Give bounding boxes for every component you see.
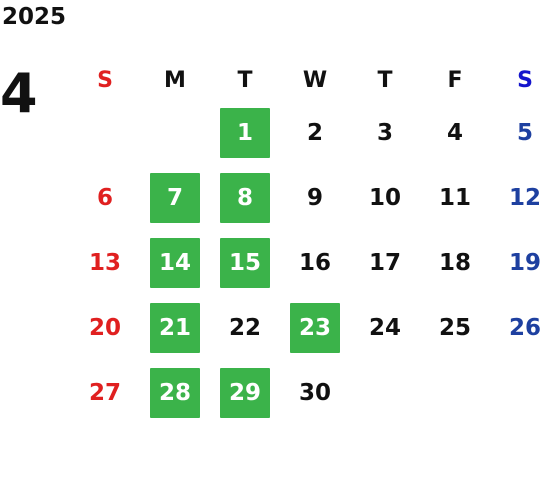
day-number: 4: [446, 119, 463, 146]
empty-cell: [70, 100, 140, 165]
day-number: 16: [298, 249, 331, 276]
day-cell[interactable]: 17: [350, 230, 420, 295]
day-number: 6: [96, 184, 113, 211]
weekday-header: M: [164, 67, 186, 93]
day-cell[interactable]: 16: [280, 230, 350, 295]
day-number: 11: [438, 184, 471, 211]
day-number: 26: [508, 314, 541, 341]
day-cell[interactable]: 28: [140, 360, 210, 425]
day-cell[interactable]: 7: [140, 165, 210, 230]
day-number: 8: [220, 172, 270, 223]
day-cell[interactable]: 3: [350, 100, 420, 165]
day-cell[interactable]: 15: [210, 230, 280, 295]
day-cell[interactable]: 13: [70, 230, 140, 295]
day-number: 22: [228, 314, 261, 341]
day-number: 15: [220, 237, 270, 288]
weekday-header: T: [377, 67, 393, 93]
day-cell[interactable]: 9: [280, 165, 350, 230]
day-number: 10: [368, 184, 401, 211]
day-cell[interactable]: 30: [280, 360, 350, 425]
day-number: 24: [368, 314, 401, 341]
day-number: 21: [150, 302, 200, 353]
day-number: 1: [220, 107, 270, 158]
day-number: 3: [376, 119, 393, 146]
day-cell[interactable]: 20: [70, 295, 140, 360]
day-cell[interactable]: 1: [210, 100, 280, 165]
day-cell[interactable]: 25: [420, 295, 490, 360]
day-number: 23: [290, 302, 340, 353]
day-cell[interactable]: 18: [420, 230, 490, 295]
month-number: 4: [0, 62, 38, 125]
day-number: 25: [438, 314, 471, 341]
day-number: 9: [306, 184, 323, 211]
day-cell[interactable]: 12: [490, 165, 548, 230]
day-cell[interactable]: 14: [140, 230, 210, 295]
weekday-header: S: [517, 67, 533, 93]
day-cell[interactable]: 24: [350, 295, 420, 360]
day-cell[interactable]: 11: [420, 165, 490, 230]
year-label: 2025: [2, 4, 67, 30]
day-cell[interactable]: 6: [70, 165, 140, 230]
day-number: 20: [88, 314, 121, 341]
empty-cell: [140, 100, 210, 165]
day-number: 2: [306, 119, 323, 146]
day-number: 13: [88, 249, 121, 276]
weekday-header: F: [447, 67, 463, 93]
day-number: 14: [150, 237, 200, 288]
day-cell[interactable]: 21: [140, 295, 210, 360]
day-number: 12: [508, 184, 541, 211]
day-number: 7: [150, 172, 200, 223]
day-cell[interactable]: 2: [280, 100, 350, 165]
day-cell[interactable]: 22: [210, 295, 280, 360]
day-number: 19: [508, 249, 541, 276]
day-number: 27: [88, 379, 121, 406]
day-number: 18: [438, 249, 471, 276]
day-number: 30: [298, 379, 331, 406]
day-cell[interactable]: 10: [350, 165, 420, 230]
day-number: 28: [150, 367, 200, 418]
day-cell[interactable]: 23: [280, 295, 350, 360]
day-cell[interactable]: 5: [490, 100, 548, 165]
day-cell[interactable]: 4: [420, 100, 490, 165]
day-cell[interactable]: 8: [210, 165, 280, 230]
day-cell[interactable]: 29: [210, 360, 280, 425]
day-cell[interactable]: 27: [70, 360, 140, 425]
weekday-header: S: [97, 67, 113, 93]
weekday-header: T: [237, 67, 253, 93]
day-cell[interactable]: 19: [490, 230, 548, 295]
weekday-header: W: [302, 67, 328, 93]
day-number: 5: [516, 119, 533, 146]
day-number: 17: [368, 249, 401, 276]
day-cell[interactable]: 26: [490, 295, 548, 360]
day-number: 29: [220, 367, 270, 418]
